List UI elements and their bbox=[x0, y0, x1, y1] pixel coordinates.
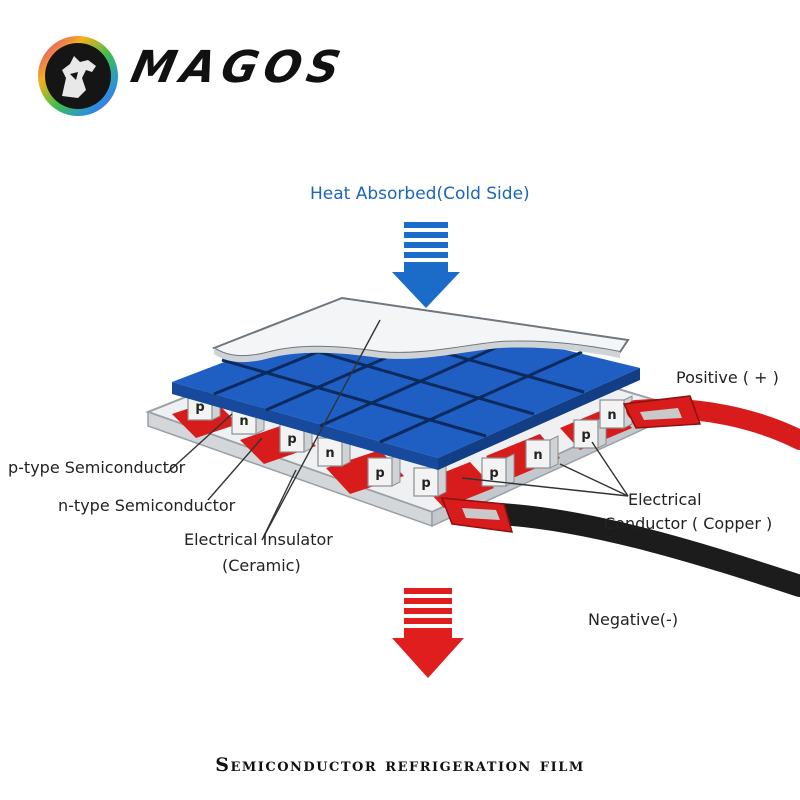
leg-type-label: n bbox=[325, 446, 334, 461]
leg-type-label: p bbox=[421, 476, 430, 491]
leg-type-label: p bbox=[195, 400, 204, 415]
leg-type-label: n bbox=[533, 448, 542, 463]
positive-terminal-label: Positive ( + ) bbox=[676, 368, 779, 387]
insulator-label-line2: (Ceramic) bbox=[222, 556, 301, 575]
n-type-label: n-type Semiconductor bbox=[58, 496, 236, 515]
leg-type-label: p bbox=[581, 428, 590, 443]
leg-type-label: p bbox=[489, 466, 498, 481]
leg-type-label: n bbox=[607, 408, 616, 423]
semiconductor-leg: p bbox=[367, 453, 401, 487]
hot-side-arrow bbox=[392, 588, 464, 678]
leader-lines bbox=[167, 319, 629, 541]
negative-wire bbox=[440, 497, 800, 597]
cold-side-arrow bbox=[392, 222, 460, 308]
leg-type-label: p bbox=[287, 432, 296, 447]
conductor-label-line1: Electrical bbox=[628, 490, 702, 509]
leg-type-label: p bbox=[375, 466, 384, 481]
conductor-label-line2: Conductor ( Copper ) bbox=[604, 514, 773, 533]
p-type-label: p-type Semiconductor bbox=[8, 458, 186, 477]
positive-wire bbox=[622, 395, 800, 450]
insulator-label-line1: Electrical Insulator bbox=[184, 530, 333, 549]
negative-terminal-label: Negative(-) bbox=[588, 610, 679, 629]
semiconductor-leg: p bbox=[413, 463, 447, 497]
horse-head-logo-icon bbox=[38, 36, 118, 116]
heat-absorbed-label: Heat Absorbed(Cold Side) bbox=[310, 184, 530, 204]
diagram-caption: Semiconductor refrigeration film bbox=[215, 754, 585, 776]
leg-type-label: n bbox=[239, 414, 248, 429]
top-ceramic-plate bbox=[211, 296, 630, 363]
semiconductor-leg: n bbox=[525, 435, 559, 469]
